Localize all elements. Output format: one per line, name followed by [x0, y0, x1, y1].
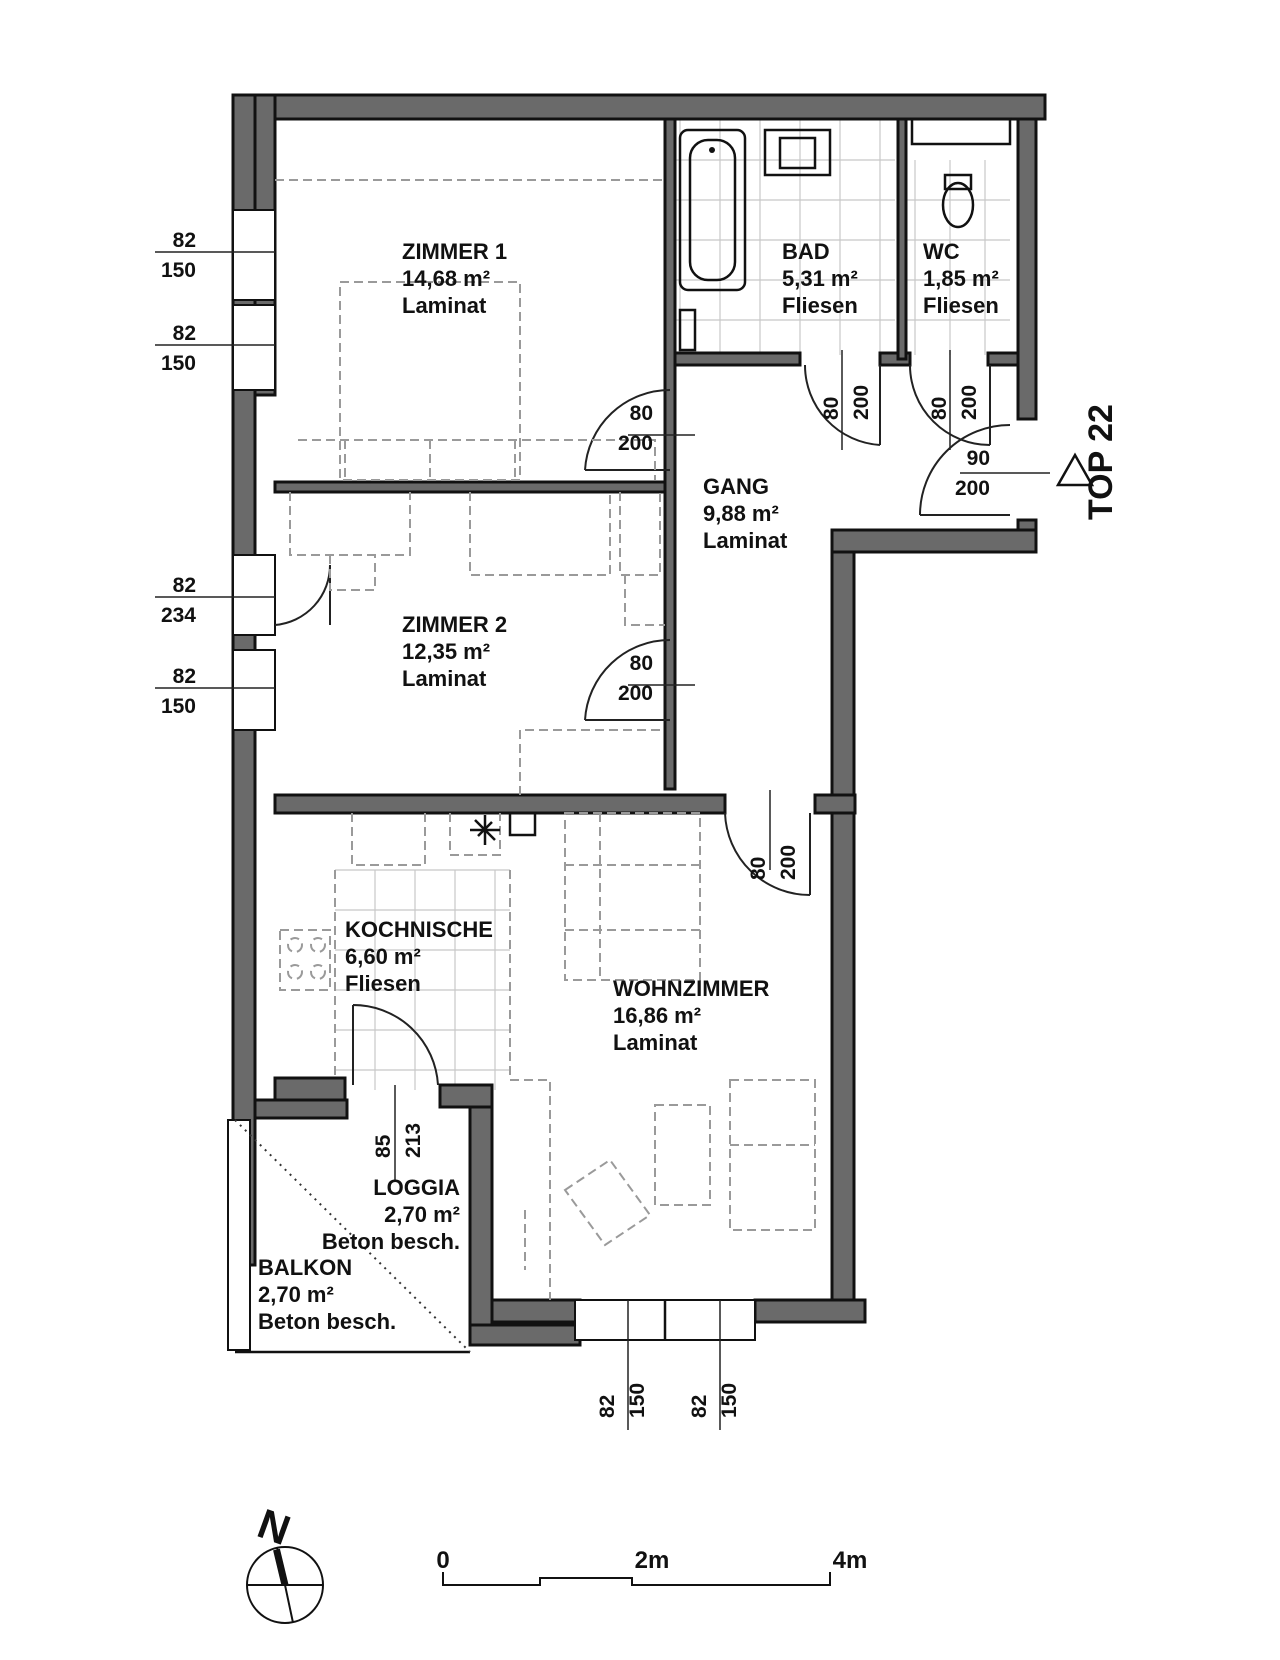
scale-bar: 0 2m 4m — [436, 1547, 868, 1586]
svg-text:0: 0 — [436, 1547, 449, 1574]
room-label-loggia: LOGGIA 2,70 m² Beton besch. — [322, 1175, 460, 1254]
svg-text:Laminat: Laminat — [402, 293, 487, 318]
svg-text:82: 82 — [173, 322, 196, 345]
svg-text:200: 200 — [777, 845, 800, 880]
room-label-gang: GANG 9,88 m² Laminat — [703, 474, 788, 553]
room-label-zimmer1: ZIMMER 1 14,68 m² Laminat — [402, 239, 507, 318]
dim-label-d4-h: 200 — [958, 385, 981, 420]
dim-label-d3: 80 — [820, 397, 843, 420]
svg-text:213: 213 — [402, 1123, 425, 1158]
svg-text:2m: 2m — [635, 1547, 670, 1574]
svg-text:200: 200 — [958, 385, 981, 420]
dim-label-w3: 82 234 — [161, 574, 196, 627]
kochnische-tiles — [335, 869, 510, 1090]
svg-text:BALKON: BALKON — [258, 1255, 352, 1280]
svg-text:80: 80 — [820, 397, 843, 420]
dim-label-d6: 80 — [747, 857, 770, 880]
dim-label-d7-h: 213 — [402, 1123, 425, 1158]
svg-text:200: 200 — [850, 385, 873, 420]
svg-text:GANG: GANG — [703, 474, 769, 499]
north-arrow: N — [246, 1500, 324, 1624]
svg-text:82: 82 — [596, 1395, 619, 1418]
room-label-zimmer2: ZIMMER 2 12,35 m² Laminat — [402, 612, 507, 691]
svg-text:Fliesen: Fliesen — [345, 971, 421, 996]
unit-label: TOP 22 — [1055, 404, 1120, 520]
svg-text:150: 150 — [626, 1383, 649, 1418]
svg-text:Laminat: Laminat — [613, 1030, 698, 1055]
svg-text:ZIMMER 2: ZIMMER 2 — [402, 612, 507, 637]
svg-text:2,70 m²: 2,70 m² — [384, 1202, 460, 1227]
dim-label-d4: 80 — [928, 397, 951, 420]
room-label-wohnzimmer: WOHNZIMMER 16,86 m² Laminat — [613, 976, 770, 1055]
room-label-kochnische: KOCHNISCHE 6,60 m² Fliesen — [345, 917, 493, 996]
svg-text:12,35 m²: 12,35 m² — [402, 639, 490, 664]
dim-label-d7: 85 — [372, 1134, 395, 1158]
svg-text:Beton besch.: Beton besch. — [258, 1309, 396, 1334]
svg-text:150: 150 — [718, 1383, 741, 1418]
dim-label-d5: 90 200 — [955, 447, 990, 500]
svg-text:Beton besch.: Beton besch. — [322, 1229, 460, 1254]
dim-label-d1: 80 200 — [618, 402, 653, 455]
dim-label-d6-h: 200 — [777, 845, 800, 880]
svg-text:WOHNZIMMER: WOHNZIMMER — [613, 976, 770, 1001]
svg-text:14,68 m²: 14,68 m² — [402, 266, 490, 291]
svg-text:150: 150 — [161, 352, 196, 375]
svg-text:BAD: BAD — [782, 239, 830, 264]
svg-text:82: 82 — [173, 665, 196, 688]
dim-label-w1: 82 150 — [161, 229, 196, 282]
svg-text:Fliesen: Fliesen — [923, 293, 999, 318]
wc-tiles — [905, 160, 1010, 355]
svg-text:Laminat: Laminat — [402, 666, 487, 691]
dim-label-w2: 82 150 — [161, 322, 196, 375]
svg-text:90: 90 — [967, 447, 990, 470]
svg-text:150: 150 — [161, 695, 196, 718]
windows — [227, 209, 756, 1354]
svg-text:234: 234 — [161, 604, 196, 627]
dim-label-w6-h: 150 — [718, 1383, 741, 1418]
svg-text:2,70 m²: 2,70 m² — [258, 1282, 334, 1307]
svg-text:200: 200 — [618, 432, 653, 455]
svg-text:80: 80 — [747, 857, 770, 880]
svg-text:N: N — [252, 1500, 297, 1555]
svg-text:82: 82 — [173, 574, 196, 597]
svg-text:WC: WC — [923, 239, 960, 264]
svg-text:Fliesen: Fliesen — [782, 293, 858, 318]
svg-text:6,60 m²: 6,60 m² — [345, 944, 421, 969]
svg-text:200: 200 — [955, 477, 990, 500]
svg-text:LOGGIA: LOGGIA — [373, 1175, 460, 1200]
svg-text:80: 80 — [630, 652, 653, 675]
svg-text:ZIMMER 1: ZIMMER 1 — [402, 239, 507, 264]
furniture — [234, 117, 1012, 1353]
room-label-bad: BAD 5,31 m² Fliesen — [782, 239, 858, 318]
svg-text:Laminat: Laminat — [703, 528, 788, 553]
dimension-ticks — [155, 251, 1050, 1430]
dim-label-d2: 80 200 — [618, 652, 653, 705]
svg-text:82: 82 — [173, 229, 196, 252]
dim-label-w5: 82 — [596, 1395, 619, 1418]
svg-text:150: 150 — [161, 259, 196, 282]
room-label-balkon: BALKON 2,70 m² Beton besch. — [258, 1255, 396, 1334]
svg-text:1,85 m²: 1,85 m² — [923, 266, 999, 291]
svg-text:16,86 m²: 16,86 m² — [613, 1003, 701, 1028]
svg-text:80: 80 — [630, 402, 653, 425]
room-label-wc: WC 1,85 m² Fliesen — [923, 239, 999, 318]
svg-text:KOCHNISCHE: KOCHNISCHE — [345, 917, 493, 942]
svg-text:85: 85 — [372, 1134, 395, 1158]
dim-label-d3-h: 200 — [850, 385, 873, 420]
svg-text:5,31 m²: 5,31 m² — [782, 266, 858, 291]
svg-text:9,88 m²: 9,88 m² — [703, 501, 779, 526]
dim-label-w5-h: 150 — [626, 1383, 649, 1418]
dim-label-w4: 82 150 — [161, 665, 196, 718]
svg-text:4m: 4m — [833, 1547, 868, 1574]
bad-tiles — [675, 120, 895, 355]
svg-text:80: 80 — [928, 397, 951, 420]
svg-text:200: 200 — [618, 682, 653, 705]
dim-label-w6: 82 — [688, 1395, 711, 1418]
svg-text:TOP 22: TOP 22 — [1082, 404, 1120, 520]
svg-text:82: 82 — [688, 1395, 711, 1418]
